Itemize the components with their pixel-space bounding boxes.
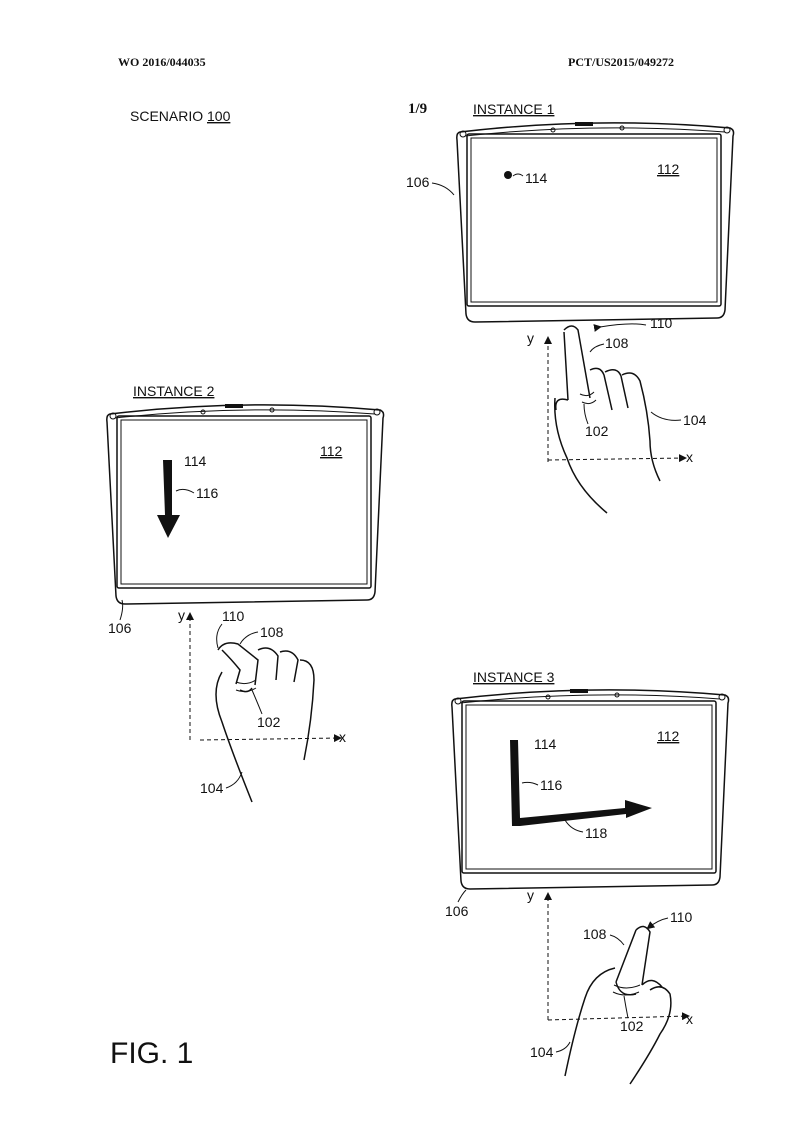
publication-number: WO 2016/044035 [118,55,206,69]
svg-text:102: 102 [585,423,609,439]
tablet-device [451,688,730,890]
instance-3-title: INSTANCE 3 [473,669,555,685]
swipe-down-arrow [157,460,180,538]
svg-text:102: 102 [620,1018,644,1034]
svg-text:106: 106 [445,903,469,919]
instance-1-title: INSTANCE 1 [473,101,555,117]
svg-text:114: 114 [184,453,207,469]
svg-text:112: 112 [657,161,680,177]
tablet-device [106,403,385,605]
svg-text:116: 116 [540,777,563,793]
svg-text:104: 104 [683,412,707,428]
instance-2: INSTANCE 2 114 116 112 106 y x 110 108 1… [106,383,385,803]
touch-point [504,171,512,179]
svg-text:y: y [527,330,534,346]
scenario-title: SCENARIO 100 [130,108,231,124]
svg-text:104: 104 [530,1044,554,1060]
svg-text:110: 110 [650,315,673,331]
svg-text:116: 116 [196,485,219,501]
svg-text:SCENARIO 100: SCENARIO 100 [130,108,231,124]
svg-text:112: 112 [657,728,680,744]
svg-text:118: 118 [585,825,608,841]
svg-text:114: 114 [534,736,557,752]
svg-text:110: 110 [670,909,693,925]
svg-text:x: x [686,449,693,465]
instance-3: INSTANCE 3 114 116 118 112 106 y x 108 1… [445,669,730,1085]
svg-text:110: 110 [222,608,245,624]
svg-text:106: 106 [406,174,430,190]
svg-text:x: x [686,1011,693,1027]
tablet-device [456,121,735,323]
svg-text:114: 114 [525,170,548,186]
svg-text:102: 102 [257,714,281,730]
instance-1: INSTANCE 1 114 112 106 y x 110 108 102 1… [406,101,735,514]
svg-text:108: 108 [583,926,607,942]
svg-text:108: 108 [605,335,629,351]
sheet-number: 1/9 [408,101,427,117]
svg-text:106: 106 [108,620,132,636]
svg-text:112: 112 [320,443,343,459]
svg-text:108: 108 [260,624,284,640]
svg-text:104: 104 [200,780,224,796]
svg-text:x: x [339,729,346,745]
svg-text:y: y [527,887,534,903]
svg-text:y: y [178,607,185,623]
application-number: PCT/US2015/049272 [568,55,674,69]
instance-2-title: INSTANCE 2 [133,383,215,399]
figure-label: FIG. 1 [110,1037,193,1070]
